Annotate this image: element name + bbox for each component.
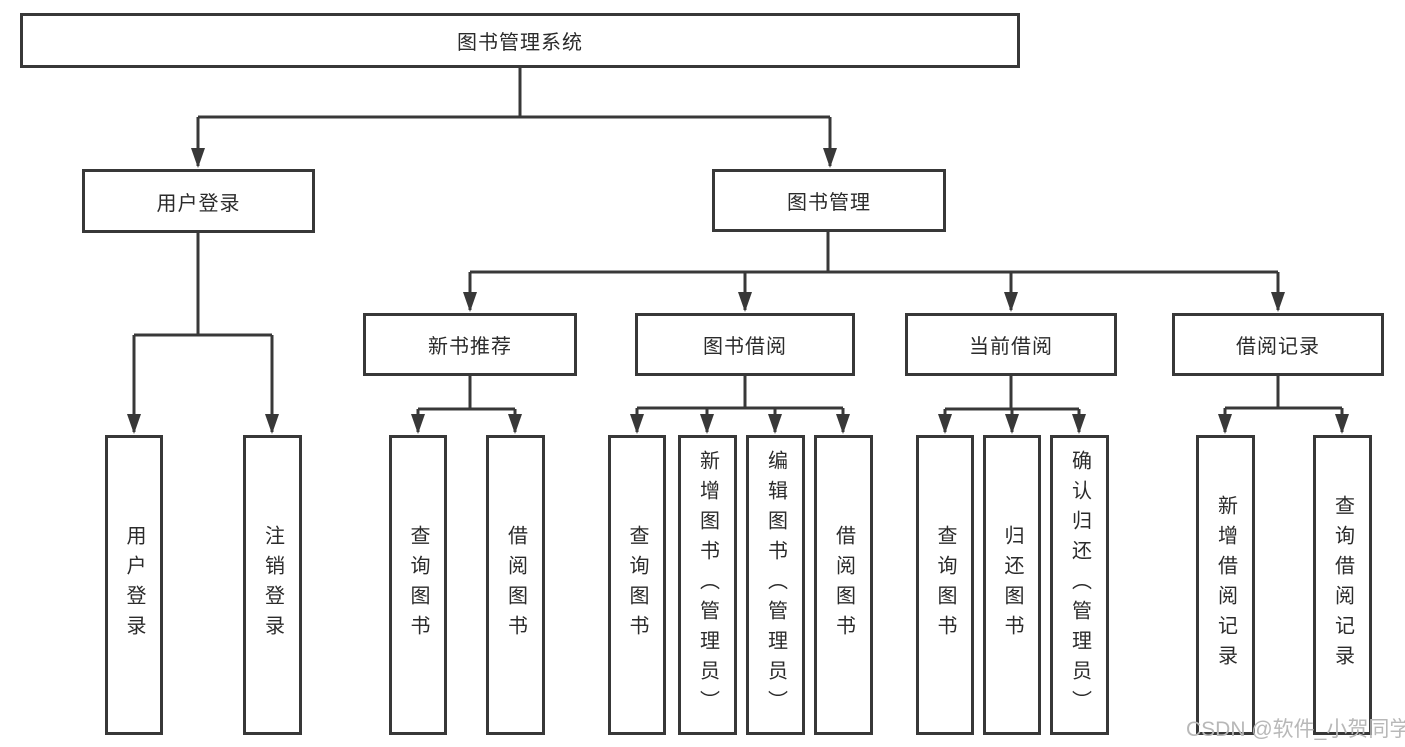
- node-user-login: 用户登录: [82, 169, 315, 233]
- connector-shafts: [132, 68, 1344, 432]
- leaf-label: 查询图书: [934, 525, 956, 645]
- leaf-query-books-2: 查询图书: [608, 435, 666, 735]
- node-label: 借阅记录: [1236, 336, 1320, 358]
- leaf-borrow-books-1: 借阅图书: [486, 435, 545, 735]
- leaf-logout: 注销登录: [243, 435, 302, 735]
- leaf-return-books: 归还图书: [983, 435, 1041, 735]
- node-label: 新书推荐: [428, 336, 512, 358]
- leaf-label: 查询图书: [407, 525, 429, 645]
- node-current-borrowing: 当前借阅: [905, 313, 1117, 376]
- leaf-label: 借阅图书: [504, 525, 527, 645]
- leaf-label: 查询图书: [626, 525, 648, 645]
- leaf-label: 借阅图书: [832, 525, 855, 645]
- leaf-query-borrow-record: 查询借阅记录: [1313, 435, 1372, 735]
- leaf-label: 注销登录: [261, 525, 284, 645]
- leaf-label: 归还图书: [1001, 525, 1023, 645]
- leaf-label: 编辑图书（管理员）: [764, 450, 787, 720]
- leaf-label: 新增图书（管理员）: [696, 450, 719, 720]
- leaf-confirm-return-admin: 确认归还（管理员）: [1050, 435, 1109, 735]
- csdn-watermark: CSDN @软件_小贺同学: [1186, 718, 1405, 741]
- arrow-heads: [127, 148, 1349, 434]
- node-book-management: 图书管理: [712, 169, 946, 232]
- leaf-query-books-1: 查询图书: [389, 435, 447, 735]
- leaf-add-borrow-record: 新增借阅记录: [1196, 435, 1255, 735]
- leaf-user-login: 用户登录: [105, 435, 163, 735]
- leaf-borrow-books-2: 借阅图书: [814, 435, 873, 735]
- node-book-borrowing: 图书借阅: [635, 313, 855, 376]
- node-label: 图书管理系统: [457, 32, 583, 54]
- leaf-label: 查询借阅记录: [1331, 495, 1354, 675]
- leaf-edit-books-admin: 编辑图书（管理员）: [746, 435, 805, 735]
- leaf-query-books-3: 查询图书: [916, 435, 974, 735]
- node-label: 图书借阅: [703, 336, 787, 358]
- node-new-book-recommendation: 新书推荐: [363, 313, 577, 376]
- node-label: 图书管理: [787, 192, 871, 214]
- leaf-label: 新增借阅记录: [1214, 495, 1237, 675]
- node-borrowing-records: 借阅记录: [1172, 313, 1384, 376]
- node-label: 用户登录: [156, 192, 241, 215]
- leaf-add-books-admin: 新增图书（管理员）: [678, 435, 737, 735]
- leaf-label: 用户登录: [123, 525, 145, 645]
- node-library-management-system: 图书管理系统: [20, 13, 1020, 68]
- leaf-label: 确认归还（管理员）: [1068, 450, 1091, 720]
- node-label: 当前借阅: [969, 336, 1053, 358]
